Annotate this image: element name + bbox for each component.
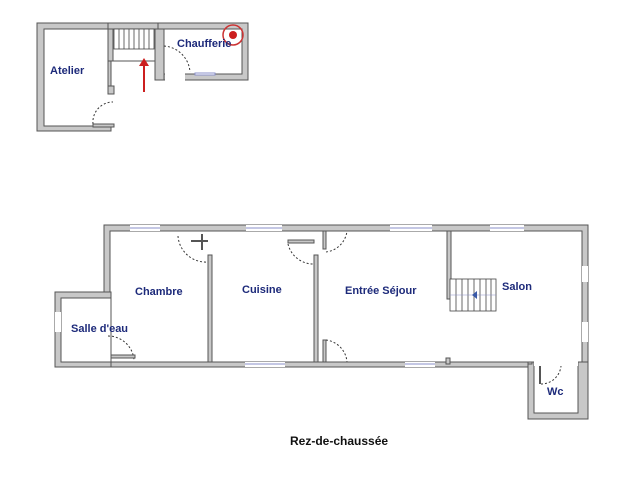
room-label-wc: Wc	[547, 386, 564, 398]
main-building	[54, 224, 589, 420]
room-label-atelier: Atelier	[50, 65, 85, 77]
room-label-chaufferie: Chaufferie	[177, 38, 232, 50]
room-label-salon: Salon	[502, 281, 532, 293]
main-staircase	[449, 278, 497, 312]
room-label-chambre: Chambre	[135, 286, 183, 298]
stair-arrow-icon	[472, 291, 477, 299]
annex-staircase	[113, 28, 155, 62]
room-label-entree-sejour: Entrée Séjour	[345, 285, 417, 297]
location-marker-icon	[222, 24, 244, 46]
room-label-cuisine: Cuisine	[242, 284, 282, 296]
annex-building	[36, 22, 249, 132]
floor-caption: Rez-de-chaussée	[290, 434, 389, 448]
stair-direction-arrow-icon	[139, 58, 149, 92]
room-label-salle-deau: Salle d'eau	[71, 323, 129, 335]
